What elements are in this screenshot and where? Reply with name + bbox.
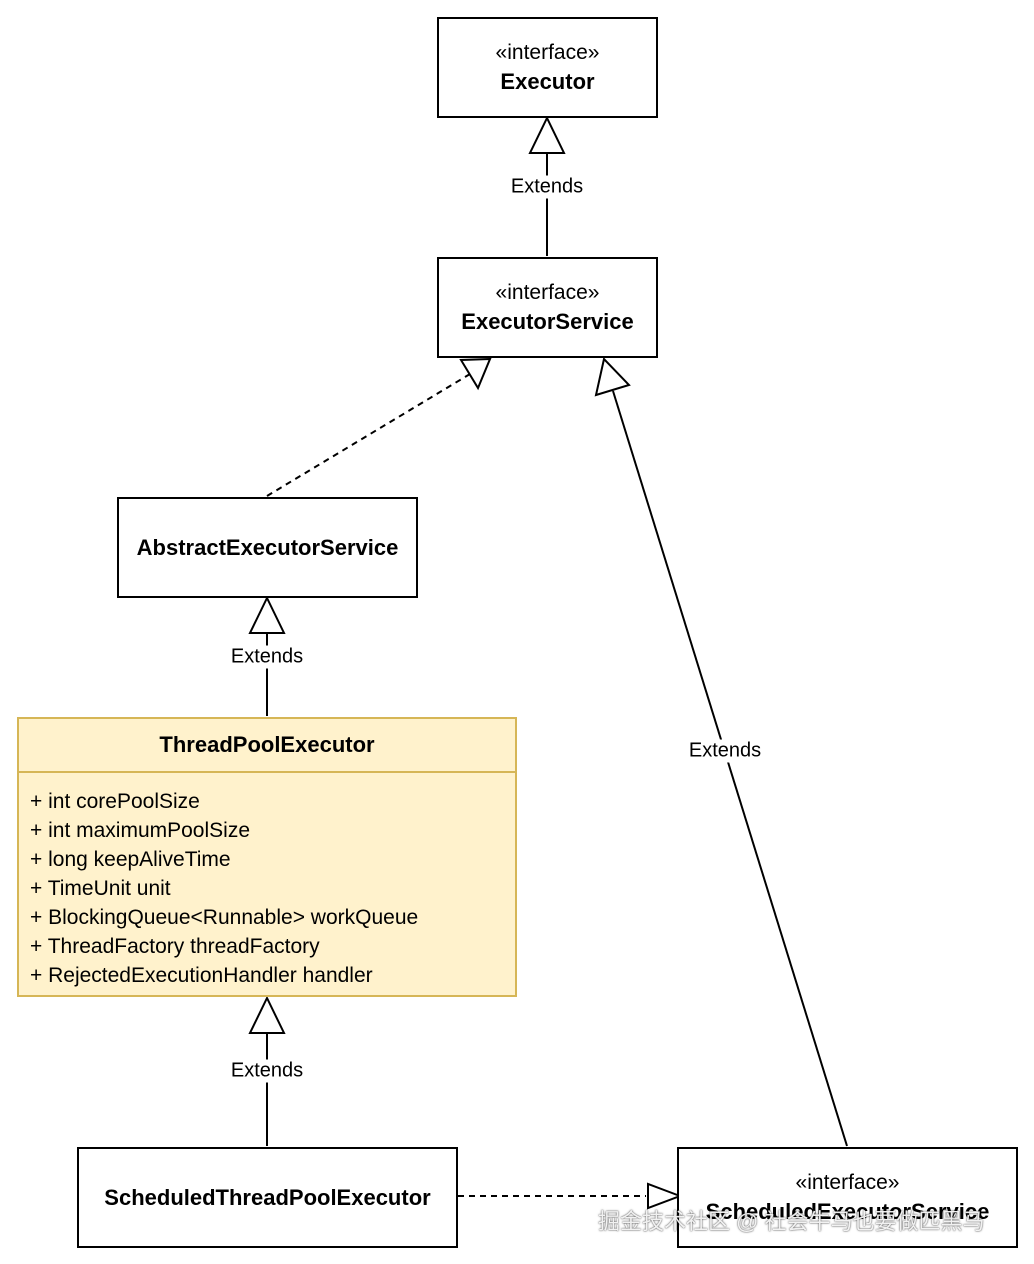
edge-label-extends: Extends: [228, 1059, 306, 1083]
abstract-executor-service-box[interactable]: AbstractExecutorService: [117, 497, 418, 598]
field-item: + long keepAliveTime: [30, 848, 231, 871]
field-list: + int corePoolSize + int maximumPoolSize…: [19, 773, 515, 990]
thread-pool-executor-class-box[interactable]: ThreadPoolExecutor + int corePoolSize + …: [17, 717, 517, 997]
scheduled-executor-service-interface-box[interactable]: «interface» ScheduledExecutorService: [677, 1147, 1018, 1248]
class-name: ScheduledThreadPoolExecutor: [104, 1184, 431, 1210]
edge-abstract-to-executor-service: [266, 373, 471, 497]
class-name: AbstractExecutorService: [136, 534, 399, 560]
edge-label-extends: Extends: [508, 175, 586, 199]
watermark-text: 掘金技术社区 @ 社会牛马也要做匹黑马: [598, 1209, 985, 1234]
field-item: + BlockingQueue<Runnable> workQueue: [30, 906, 419, 929]
stereotype-label: «interface»: [495, 280, 600, 304]
scheduled-thread-pool-executor-box[interactable]: ScheduledThreadPoolExecutor: [77, 1147, 458, 1248]
hollow-triangle-arrowhead: [248, 995, 286, 1034]
stereotype-label: «interface»: [495, 40, 600, 64]
hollow-triangle-arrowhead: [248, 595, 286, 634]
class-name: Executor: [500, 68, 595, 94]
field-item: + RejectedExecutionHandler handler: [30, 964, 373, 987]
class-name: ExecutorService: [461, 308, 634, 334]
hollow-triangle-arrowhead: [594, 356, 631, 397]
executor-interface-box[interactable]: «interface» Executor: [437, 17, 658, 118]
field-item: + int maximumPoolSize: [30, 819, 250, 842]
field-item: + ThreadFactory threadFactory: [30, 935, 320, 958]
field-item: + int corePoolSize: [30, 790, 200, 813]
class-name: ScheduledExecutorService: [705, 1198, 990, 1224]
executor-service-interface-box[interactable]: «interface» ExecutorService: [437, 257, 658, 358]
stereotype-label: «interface»: [795, 1170, 900, 1194]
field-item: + TimeUnit unit: [30, 877, 171, 900]
edge-label-extends: Extends: [228, 645, 306, 669]
hollow-triangle-arrowhead: [528, 115, 566, 154]
hollow-triangle-arrowhead: [459, 357, 492, 391]
edge-label-extends: Extends: [686, 739, 764, 763]
edge-scheduled-service-to-executor-service: [612, 390, 848, 1147]
class-name: ThreadPoolExecutor: [19, 719, 515, 773]
hollow-triangle-arrowhead: [647, 1182, 683, 1210]
